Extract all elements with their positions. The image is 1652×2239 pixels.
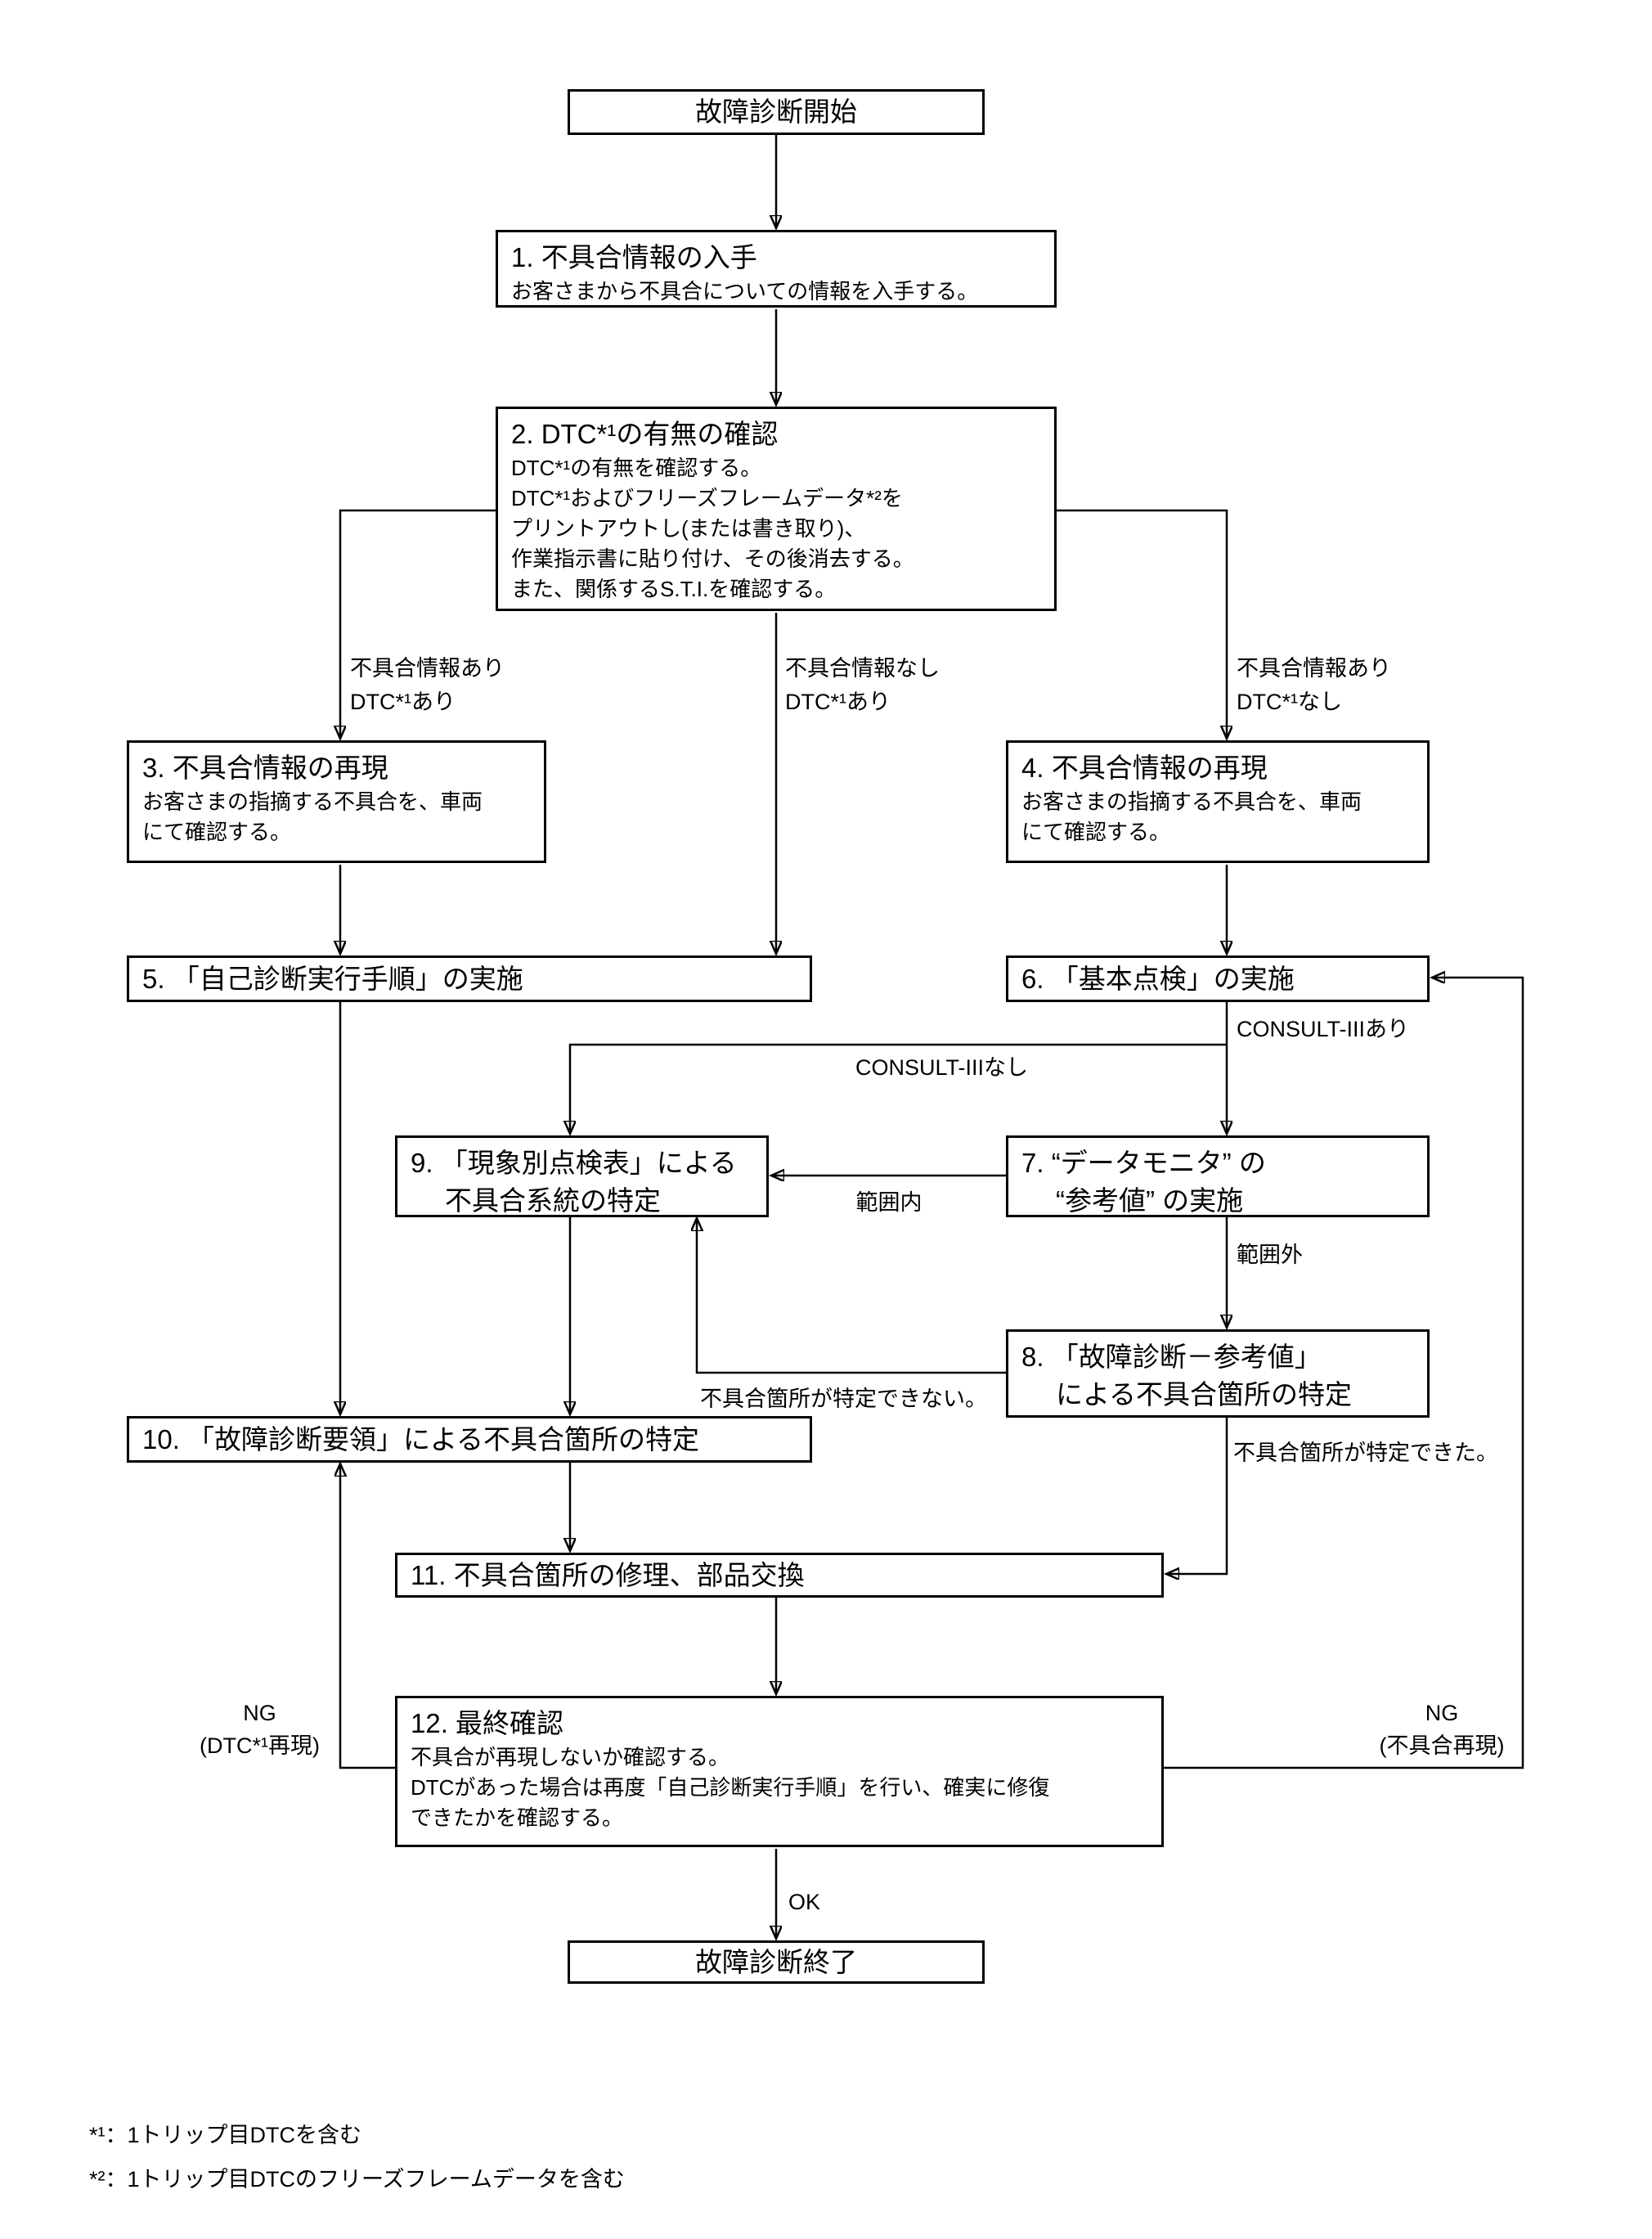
- node-step12-title: 12. 最終確認: [411, 1708, 564, 1738]
- edge-label-line: DTC*¹あり: [785, 690, 891, 714]
- node-step1-body: お客さまから不具合についての情報を入手する。: [511, 279, 979, 303]
- edge-label-line: 不具合情報あり: [350, 656, 505, 681]
- edge-label-consult-ari: CONSULT-IIIあり: [1237, 1017, 1410, 1041]
- edge-label-not-found: 不具合箇所が特定できない。: [700, 1387, 987, 1411]
- edge-step6-to-step9-consult-nashi: [570, 1043, 1227, 1133]
- node-step10-title: 10. 「故障診断要領」による不具合箇所の特定: [142, 1423, 700, 1454]
- node-step5: 5. 「自己診断実行手順」の実施: [127, 955, 812, 1002]
- edge-step8-to-step9-not-found: [697, 1219, 1006, 1374]
- edge-step12-to-step10-ng: [340, 1464, 395, 1769]
- node-step12-body-line: 不具合が再現しないか確認する。: [411, 1745, 730, 1769]
- node-step10: 10. 「故障診断要領」による不具合箇所の特定: [127, 1416, 812, 1463]
- edge-label-ng-left: NG (DTC*¹再現): [184, 1697, 335, 1762]
- node-start: 故障診断開始: [568, 89, 985, 135]
- node-step8: 8. 「故障診断－参考値」 による不具合箇所の特定: [1006, 1329, 1430, 1418]
- node-step7-line: 7. “データモニタ” の: [1021, 1148, 1266, 1178]
- edge-label-line: (DTC*¹再現): [200, 1733, 320, 1758]
- node-step1-title: 1. 不具合情報の入手: [511, 242, 757, 272]
- node-end-label: 故障診断終了: [695, 1946, 857, 1977]
- node-step3: 3. 不具合情報の再現 お客さまの指摘する不具合を、車両 にて確認する。: [127, 740, 546, 863]
- edge-label-line: NG: [243, 1701, 276, 1725]
- edge-label-line: (不具合再現): [1379, 1733, 1505, 1758]
- edge-step2-to-step4: [1057, 509, 1227, 738]
- node-step8-line: 8. 「故障診断－参考値」: [1021, 1342, 1322, 1372]
- edge-label-ng-right: NG (不具合再現): [1371, 1697, 1512, 1762]
- node-step3-title: 3. 不具合情報の再現: [142, 753, 388, 783]
- edge-label-line: NG: [1425, 1701, 1459, 1725]
- node-step9-line: 9. 「現象別点検表」による: [411, 1148, 737, 1178]
- node-step2-title: 2. DTC*¹の有無の確認: [511, 419, 779, 449]
- edge-label-ok: OK: [788, 1890, 821, 1914]
- node-step6-title: 6. 「基本点検」の実施: [1021, 963, 1295, 994]
- node-step7: 7. “データモニタ” の “参考値” の実施: [1006, 1135, 1430, 1217]
- node-step12-body-line: DTCがあった場合は再度「自己診断実行手順」を行い、確実に修復: [411, 1775, 1050, 1800]
- node-step4-body-line: にて確認する。: [1021, 820, 1171, 844]
- node-step4-body-line: お客さまの指摘する不具合を、車両: [1021, 789, 1362, 814]
- edge-step2-to-step3: [340, 509, 496, 738]
- footnote-2: *²：1トリップ目DTCのフリーズフレームデータを含む: [89, 2167, 625, 2192]
- node-step3-body-line: お客さまの指摘する不具合を、車両: [142, 789, 483, 814]
- node-step4-title: 4. 不具合情報の再現: [1021, 753, 1268, 783]
- edge-label-line: 不具合情報なし: [785, 656, 940, 681]
- edge-label-line: 不具合情報あり: [1237, 656, 1391, 681]
- node-start-label: 故障診断開始: [695, 97, 857, 127]
- edge-label-cond-right: 不具合情報あり DTC*¹なし: [1237, 652, 1391, 719]
- node-step2: 2. DTC*¹の有無の確認 DTC*¹の有無を確認する。 DTC*¹およびフリ…: [496, 407, 1057, 611]
- node-step2-body-line: プリントアウトし(または書き取り)、: [511, 516, 866, 541]
- node-step6: 6. 「基本点検」の実施: [1006, 955, 1430, 1002]
- node-step12-body-line: できたかを確認する。: [411, 1805, 624, 1830]
- node-step3-body-line: にて確認する。: [142, 820, 292, 844]
- node-step8-line: による不具合箇所の特定: [1056, 1379, 1353, 1409]
- node-end: 故障診断終了: [568, 1940, 985, 1984]
- node-step9: 9. 「現象別点検表」による 不具合系統の特定: [395, 1135, 769, 1217]
- edge-step12-to-step6-ng: [1164, 978, 1524, 1769]
- node-step2-body-line: 作業指示書に貼り付け、その後消去する。: [511, 546, 914, 571]
- footnote-1: *¹：1トリップ目DTCを含む: [89, 2123, 362, 2147]
- node-step2-body-line: DTC*¹の有無を確認する。: [511, 456, 762, 480]
- node-step5-title: 5. 「自己診断実行手順」の実施: [142, 963, 523, 994]
- edge-label-found: 不具合箇所が特定できた。: [1233, 1441, 1498, 1465]
- node-step11: 11. 不具合箇所の修理、部品交換: [395, 1553, 1164, 1598]
- node-step2-body-line: また、関係するS.T.I.を確認する。: [511, 577, 837, 601]
- edge-label-hani-nai: 範囲内: [855, 1190, 923, 1215]
- node-step12: 12. 最終確認 不具合が再現しないか確認する。 DTCがあった場合は再度「自己…: [395, 1696, 1164, 1847]
- edge-label-hani-gai: 範囲外: [1237, 1243, 1303, 1267]
- node-step1: 1. 不具合情報の入手 お客さまから不具合についての情報を入手する。: [496, 230, 1057, 308]
- node-step4: 4. 不具合情報の再現 お客さまの指摘する不具合を、車両 にて確認する。: [1006, 740, 1430, 863]
- edge-label-cond-mid: 不具合情報なし DTC*¹あり: [785, 652, 940, 719]
- node-step2-body-line: DTC*¹およびフリーズフレームデータ*²を: [511, 486, 903, 510]
- edge-label-cond-left: 不具合情報あり DTC*¹あり: [350, 652, 505, 719]
- edge-label-line: DTC*¹あり: [350, 690, 456, 714]
- edge-label-consult-nashi: CONSULT-IIIなし: [855, 1055, 1029, 1080]
- node-step7-line: “参考値” の実施: [1056, 1185, 1244, 1216]
- edge-step8-to-step11-found: [1167, 1418, 1228, 1574]
- edge-label-line: DTC*¹なし: [1237, 690, 1342, 714]
- node-step11-title: 11. 不具合箇所の修理、部品交換: [411, 1559, 805, 1590]
- node-step9-line: 不具合系統の特定: [445, 1185, 661, 1216]
